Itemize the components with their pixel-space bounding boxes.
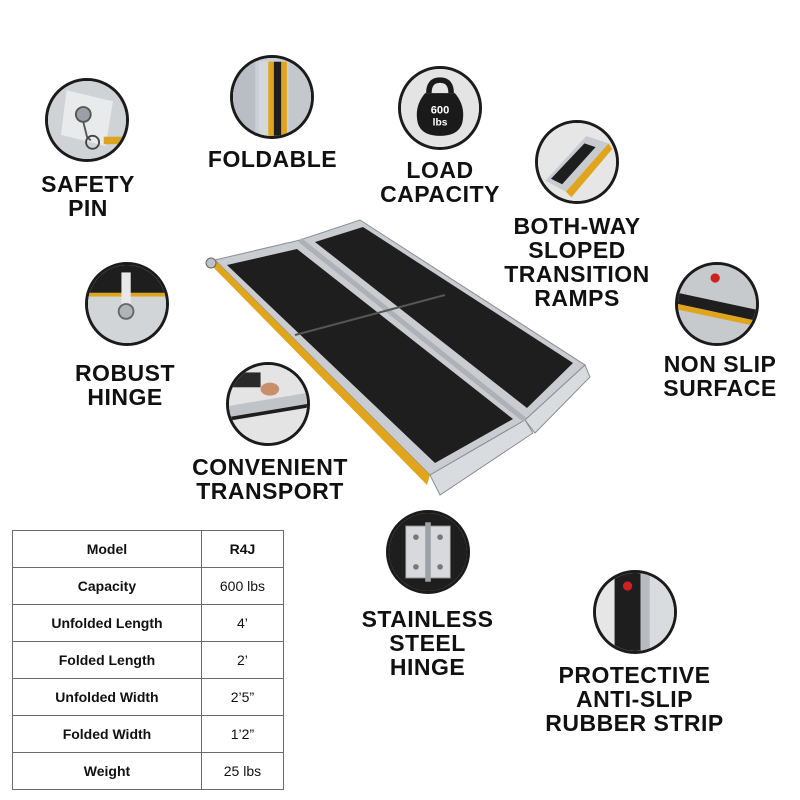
spec-key: Weight bbox=[12, 752, 202, 790]
ramp-left-transition bbox=[429, 419, 534, 496]
transition-ramps-photo bbox=[535, 120, 619, 204]
rubber-strip-icon bbox=[596, 573, 674, 651]
spec-value: R4J bbox=[200, 530, 285, 568]
spec-value: 600 lbs bbox=[200, 567, 285, 605]
kettlebell-unit: lbs bbox=[433, 118, 448, 129]
ramp-left-edge bbox=[213, 260, 430, 485]
safety-pin-icon bbox=[48, 81, 126, 159]
kettlebell-value: 600 bbox=[431, 105, 450, 117]
spec-key: Folded Width bbox=[12, 715, 202, 753]
hinge-icon bbox=[88, 265, 166, 343]
spec-key: Model bbox=[12, 530, 202, 568]
ramp-left-surface bbox=[227, 249, 513, 463]
ramp-fold-line bbox=[294, 294, 446, 336]
spec-key: Folded Length bbox=[12, 641, 202, 679]
steel-hinge-icon bbox=[389, 513, 467, 591]
spec-key: Capacity bbox=[12, 567, 202, 605]
robust-hinge-photo bbox=[85, 262, 169, 346]
foldable-label: FOLDABLE bbox=[207, 146, 338, 172]
non-slip-photo bbox=[675, 262, 759, 346]
ramp-center-hinge bbox=[298, 238, 527, 422]
stainless-hinge-photo bbox=[386, 510, 470, 594]
kettlebell-icon: 600 lbs bbox=[401, 69, 479, 147]
spec-key: Unfolded Length bbox=[12, 604, 202, 642]
spec-value: 25 lbs bbox=[200, 752, 285, 790]
safety-pin-photo bbox=[45, 78, 129, 162]
ramp-right-transition bbox=[524, 364, 591, 434]
carry-handle-icon bbox=[229, 365, 307, 443]
ramp-right-surface bbox=[315, 227, 573, 408]
rubber-strip-photo bbox=[593, 570, 677, 654]
foldable-photo bbox=[230, 55, 314, 139]
folded-ramp-icon bbox=[233, 58, 311, 136]
spec-value: 1’2” bbox=[200, 715, 285, 753]
convenient-transport-photo bbox=[226, 362, 310, 446]
spec-value: 4’ bbox=[200, 604, 285, 642]
spec-key: Unfolded Width bbox=[12, 678, 202, 716]
non-slip-surface-icon bbox=[678, 265, 756, 343]
spec-value: 2’5” bbox=[200, 678, 285, 716]
transition-ramp-icon bbox=[538, 123, 616, 201]
ramp-illustration bbox=[205, 219, 591, 496]
spec-value: 2’ bbox=[200, 641, 285, 679]
ramp-safety-pin bbox=[205, 257, 217, 269]
load-capacity-photo: 600 lbs bbox=[398, 66, 482, 150]
